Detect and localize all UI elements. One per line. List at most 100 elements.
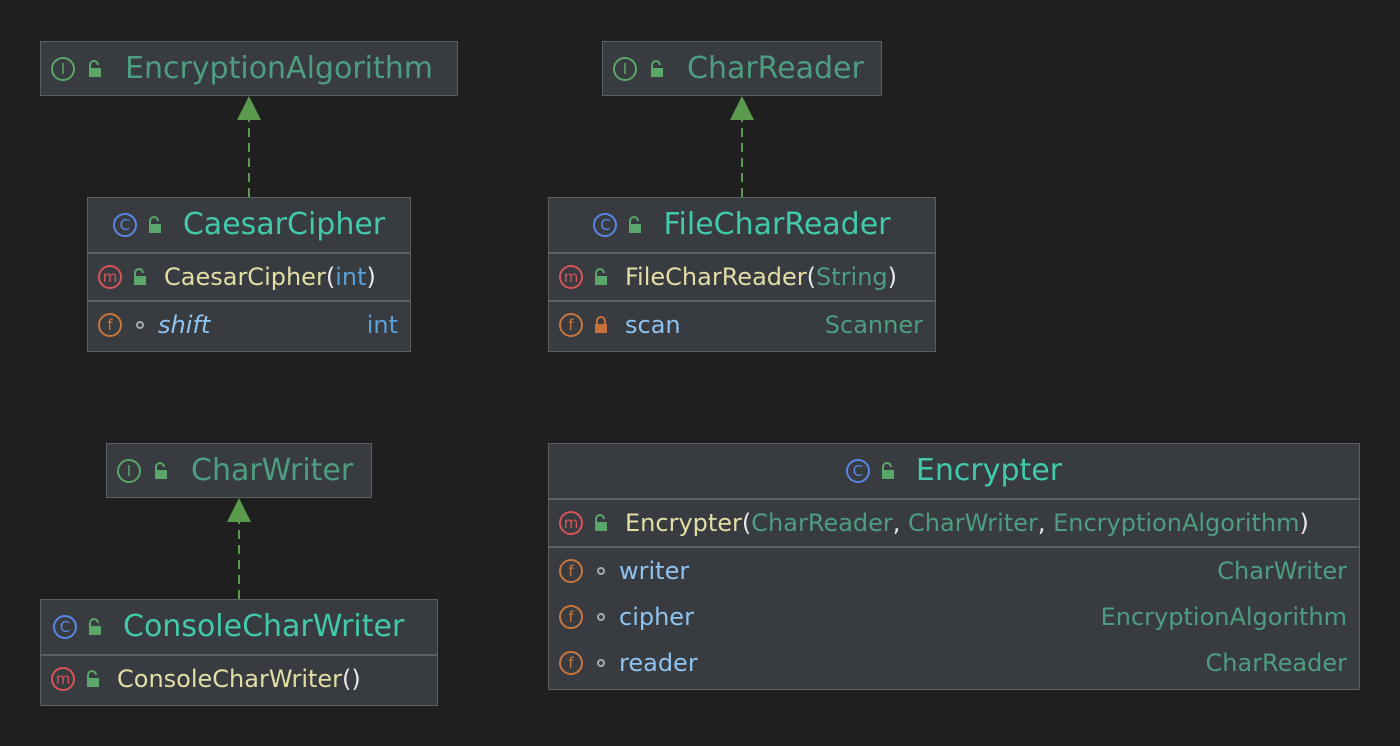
node-header: C CaesarCipher [88, 198, 410, 252]
paren-close: ) [1299, 509, 1309, 537]
field-row[interactable]: f reader CharReader [549, 640, 1359, 686]
package-visibility-icon [597, 659, 605, 667]
public-lock-icon [87, 670, 99, 687]
constructor-row[interactable]: m CaesarCipher(int) [88, 254, 410, 300]
edge-consolecharwriter-to-charwriter [227, 498, 251, 599]
interface-icon: I [117, 459, 141, 483]
public-lock-icon [134, 268, 146, 285]
field-row[interactable]: f cipher EncryptionAlgorithm [549, 594, 1359, 640]
node-header: I CharReader [603, 42, 881, 96]
constructor-row[interactable]: m Encrypter(CharReader, CharWriter, Encr… [549, 500, 1359, 546]
node-name: EncryptionAlgorithm [125, 51, 433, 86]
param-separator: , [892, 509, 909, 537]
package-visibility-icon [597, 567, 605, 575]
method-icon: m [98, 265, 122, 289]
constructor-row[interactable]: m ConsoleCharWriter() [41, 656, 437, 702]
field-type: CharReader [1205, 649, 1347, 677]
edge-caesarcipher-to-encryptionalgorithm [237, 96, 261, 197]
public-lock-icon [148, 216, 161, 233]
node-header: I CharWriter [107, 444, 371, 498]
node-name: Encrypter [915, 453, 1063, 488]
divider [549, 546, 1359, 548]
node-name: CharReader [687, 51, 864, 86]
divider [88, 300, 410, 302]
paren-close: ) [351, 665, 361, 693]
class-filecharreader[interactable]: C FileCharReader m FileCharReader(String… [548, 197, 936, 352]
field-icon: f [559, 313, 583, 337]
param-type: int [335, 263, 367, 291]
method-name: FileCharReader [625, 263, 807, 291]
class-icon: C [845, 459, 870, 483]
field-name: scan [625, 311, 681, 339]
divider [88, 252, 410, 254]
field-type: int [366, 311, 398, 339]
field-type: CharWriter [1217, 557, 1347, 585]
paren-open: ( [806, 263, 817, 291]
interface-icon: I [613, 57, 637, 81]
public-lock-icon [155, 462, 167, 479]
field-name: writer [619, 557, 690, 585]
public-lock-icon [595, 514, 607, 531]
param-type: String [816, 263, 888, 291]
field-type: Scanner [824, 311, 923, 339]
private-lock-icon [595, 316, 607, 333]
package-visibility-icon [136, 321, 144, 329]
class-icon: C [593, 213, 618, 237]
public-lock-icon [89, 60, 101, 77]
paren-close: ) [887, 263, 898, 291]
realization-arrowhead [237, 96, 261, 120]
paren-close: ) [366, 263, 376, 291]
field-icon: f [559, 651, 583, 675]
interface-charwriter[interactable]: I CharWriter [106, 443, 372, 498]
divider [549, 252, 935, 254]
edge-filecharreader-to-charreader [730, 96, 754, 197]
param-type: EncryptionAlgorithm [1053, 509, 1300, 537]
node-header: C Encrypter [549, 444, 1359, 498]
method-name: Encrypter [625, 509, 742, 537]
divider [549, 300, 935, 302]
public-lock-icon [629, 216, 642, 233]
field-name: shift [158, 311, 211, 339]
field-icon: f [98, 313, 122, 337]
interface-encryptionalgorithm[interactable]: I EncryptionAlgorithm [40, 41, 458, 96]
field-icon: f [559, 559, 583, 583]
field-row[interactable]: f writer CharWriter [549, 548, 1359, 594]
field-type: EncryptionAlgorithm [1100, 603, 1347, 631]
divider [549, 498, 1359, 500]
param-separator: , [1037, 509, 1054, 537]
node-header: I EncryptionAlgorithm [41, 42, 457, 96]
method-icon: m [559, 265, 583, 289]
method-icon: m [51, 667, 75, 691]
interface-icon: I [51, 57, 75, 81]
node-name: ConsoleCharWriter [123, 609, 405, 644]
paren-open: ( [741, 509, 752, 537]
field-name: reader [619, 649, 698, 677]
class-icon: C [53, 615, 77, 639]
node-name: CaesarCipher [182, 207, 386, 242]
paren-open: ( [325, 263, 336, 291]
field-name: cipher [619, 603, 694, 631]
method-icon: m [559, 511, 583, 535]
package-visibility-icon [597, 613, 605, 621]
class-icon: C [112, 213, 137, 237]
class-caesarcipher[interactable]: C CaesarCipher m CaesarCipher(int) f shi… [87, 197, 411, 352]
node-name: FileCharReader [663, 207, 891, 242]
field-icon: f [559, 605, 583, 629]
constructor-row[interactable]: m FileCharReader(String) [549, 254, 935, 300]
public-lock-icon [89, 618, 101, 635]
interface-charreader[interactable]: I CharReader [602, 41, 882, 96]
node-header: C FileCharReader [549, 198, 935, 252]
realization-arrowhead [227, 498, 251, 522]
public-lock-icon [651, 60, 663, 77]
field-row[interactable]: f scan Scanner [549, 302, 935, 348]
class-consolecharwriter[interactable]: C ConsoleCharWriter m ConsoleCharWriter(… [40, 599, 438, 706]
method-name: ConsoleCharWriter [117, 665, 343, 693]
field-row[interactable]: f shift int [88, 302, 410, 348]
public-lock-icon [881, 462, 894, 479]
node-name: CharWriter [191, 453, 354, 488]
node-header: C ConsoleCharWriter [41, 600, 437, 654]
method-name: CaesarCipher [164, 263, 326, 291]
realization-arrowhead [730, 96, 754, 120]
paren-open: ( [342, 665, 352, 693]
class-encrypter[interactable]: C Encrypter m Encrypter(CharReader, Char… [548, 443, 1360, 690]
